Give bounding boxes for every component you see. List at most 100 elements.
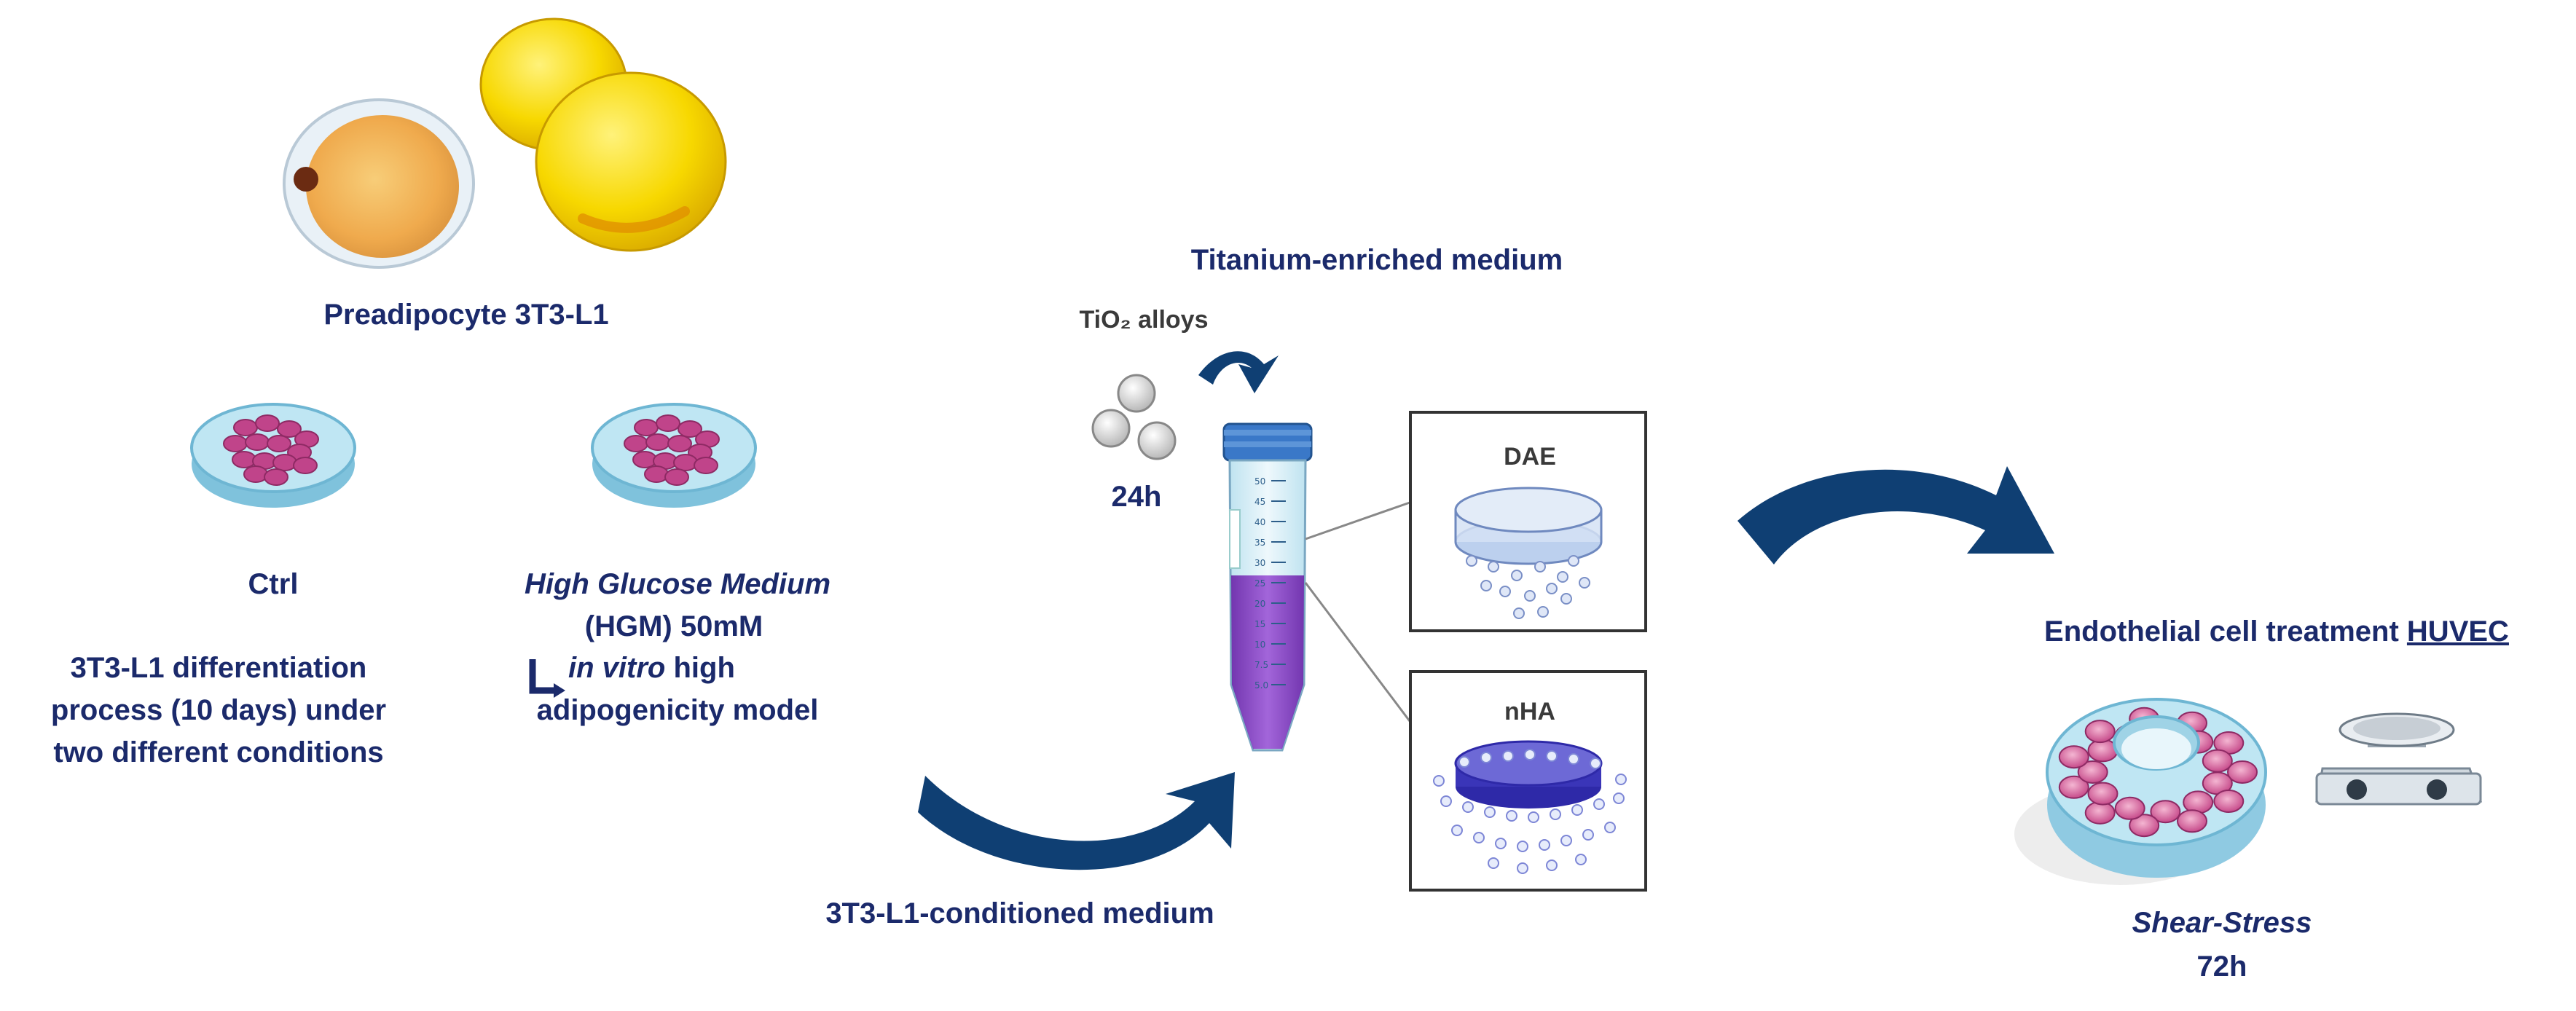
dae-particle [1488, 561, 1499, 573]
dae-particle [1560, 593, 1572, 605]
treatment-target: HUVEC [2406, 615, 2509, 648]
dish-cell [264, 468, 288, 486]
nha-particle [1546, 859, 1558, 871]
curved-arrow-to-huvec [1737, 466, 2054, 564]
dae-particle [1537, 606, 1549, 618]
ctrl-cells [223, 414, 319, 486]
dish-cell [233, 419, 258, 436]
huvec-cell [2213, 790, 2245, 813]
nha-particle [1593, 798, 1605, 810]
dae-particle [1534, 561, 1546, 573]
nha-particle [1517, 862, 1528, 874]
huvec-cell [2058, 775, 2089, 799]
model-italic: in vitro [568, 652, 666, 684]
nha-particle [1550, 809, 1561, 820]
nha-particle [1502, 750, 1514, 762]
tio2-spheres [1091, 374, 1177, 460]
tube-tick-label: 20 [1254, 599, 1265, 609]
dae-particle [1579, 577, 1590, 589]
nha-particle [1528, 811, 1539, 823]
l-arrow-icon [529, 659, 554, 694]
adipocyte-droplet-front [535, 71, 727, 252]
orbital-shaker-icon [2315, 712, 2483, 806]
dish-cell [673, 454, 698, 471]
nha-particles [1433, 749, 1627, 874]
nha-particle [1615, 774, 1627, 785]
nha-particle [1560, 835, 1572, 846]
tube-tick-label: 30 [1254, 558, 1265, 568]
preadipocyte-illustration [283, 17, 727, 269]
hgm-petri-dish [591, 403, 757, 508]
conditioned-medium-label: 3T3-L1-conditioned medium [825, 897, 1214, 929]
treatment-prefix: Endothelial cell treatment [2044, 615, 2407, 648]
tube-tick-label: 25 [1254, 578, 1265, 589]
nha-particle [1433, 775, 1445, 787]
dish-cell [664, 468, 689, 486]
huvec-cell [2114, 796, 2145, 820]
tube-tick-label: 35 [1254, 538, 1265, 548]
dae-particle [1511, 570, 1523, 581]
huvec-chamber [2014, 698, 2267, 885]
nha-particle [1495, 838, 1507, 849]
dae-particle [1513, 607, 1525, 619]
dish-cell [678, 420, 702, 438]
model-rest: high [665, 652, 735, 684]
dish-cell [255, 414, 280, 432]
ctrl-petri-dish [190, 403, 356, 508]
conditioned-medium-fill [1231, 575, 1304, 749]
model-line-1: in vitro high [568, 652, 845, 685]
tube-tick-label: 50 [1254, 476, 1265, 487]
nha-particle [1524, 749, 1536, 760]
dish-cell [293, 457, 318, 474]
nha-particle [1484, 806, 1496, 818]
dish-cell [277, 420, 302, 438]
nha-particle [1568, 753, 1579, 765]
huvec-cell [2202, 749, 2233, 773]
dae-particle [1524, 590, 1536, 602]
nha-particle [1473, 832, 1485, 843]
huvec-cell [2087, 782, 2118, 806]
shear-stress-label: Shear-Stress [2132, 907, 2312, 939]
model-line-2: adipogenicity model [536, 694, 819, 726]
dish-cell [267, 435, 291, 452]
nha-particle [1480, 752, 1492, 763]
nha-box [1409, 670, 1647, 892]
preadipocyte-label: Preadipocyte 3T3-L1 [323, 299, 609, 331]
nha-particle [1546, 750, 1558, 762]
hgm-detail: (HGM) 50mM [584, 610, 763, 642]
dae-particle [1557, 571, 1568, 583]
tube-tick-label: 7.5 [1254, 660, 1268, 670]
ctrl-label: Ctrl [248, 568, 299, 600]
leader-line-nha [1304, 582, 1411, 722]
nha-particle [1613, 792, 1625, 804]
dae-particle [1466, 555, 1477, 567]
dish-cell [656, 414, 680, 432]
nha-label: nHA [1504, 698, 1555, 725]
endothelial-treatment-label: Endothelial cell treatment HUVEC [1989, 615, 2564, 648]
hgm-title: High Glucose Medium [524, 568, 831, 600]
cell-nucleus [294, 167, 318, 192]
differentiation-line-2: process (10 days) under [50, 694, 387, 726]
tube-tick-label: 15 [1254, 619, 1265, 629]
tube-tick-label: 10 [1254, 640, 1265, 650]
huvec-cell [2150, 800, 2181, 824]
huvec-cell [2084, 800, 2116, 825]
dish-cell [645, 433, 670, 451]
nha-particle [1590, 758, 1601, 769]
nha-particle [1582, 829, 1594, 841]
huvec-cell [2084, 720, 2116, 744]
huvec-cell [2058, 745, 2089, 769]
nha-particle [1571, 804, 1583, 816]
dish-cell [624, 435, 648, 452]
time-72h-label: 72h [2196, 951, 2247, 983]
dae-particle [1499, 586, 1511, 597]
dae-particle [1546, 583, 1558, 594]
nha-particle [1462, 801, 1474, 813]
dae-label: DAE [1504, 443, 1556, 471]
differentiation-line-1: 3T3-L1 differentiation [70, 652, 367, 684]
tube-tick-label: 5.0 [1254, 680, 1268, 691]
dish-cell [644, 465, 669, 483]
